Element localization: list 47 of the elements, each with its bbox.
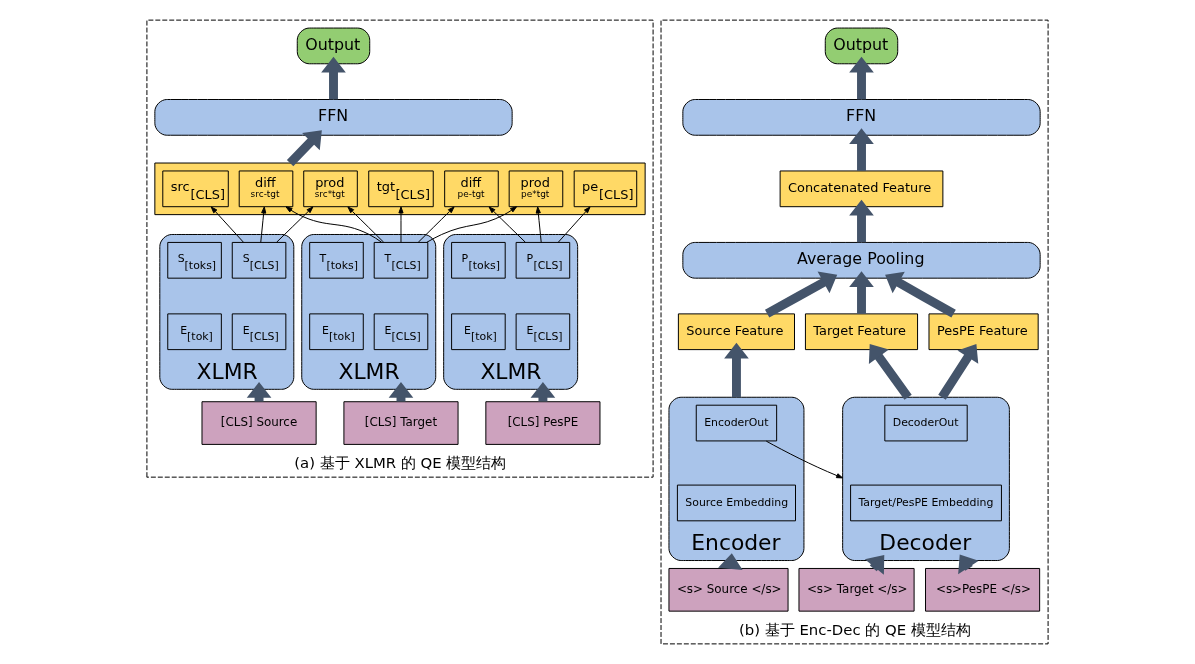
arrow bbox=[868, 344, 912, 400]
arrow bbox=[285, 206, 383, 243]
node-box: diff pe-tgt bbox=[444, 170, 499, 208]
node-box: <s> Target </s> bbox=[798, 567, 915, 612]
arrow bbox=[260, 206, 267, 243]
arrow bbox=[958, 554, 979, 575]
arrow bbox=[765, 440, 844, 479]
node-box: FFN bbox=[682, 99, 1041, 136]
node-box: <s>PesPE </s> bbox=[925, 567, 1041, 612]
arrow bbox=[321, 56, 346, 100]
node-box: Target/PesPE Embedding bbox=[850, 484, 1002, 522]
node-box: Output bbox=[296, 27, 371, 65]
arrow bbox=[765, 271, 838, 318]
arrow bbox=[885, 271, 956, 318]
arrow bbox=[557, 206, 591, 243]
node-box: diff src-tgt bbox=[238, 170, 294, 208]
node-box: [CLS] Target bbox=[343, 401, 459, 445]
node-box: Target Feature bbox=[804, 313, 919, 351]
arrow bbox=[849, 271, 874, 314]
arrow bbox=[426, 206, 518, 243]
arrow bbox=[347, 206, 385, 243]
node-box: prod pe*tgt bbox=[508, 170, 564, 208]
node-box: Average Pooling bbox=[682, 241, 1041, 279]
node-box: Source Feature bbox=[677, 313, 795, 351]
arrow bbox=[724, 342, 749, 398]
node-box: FFN bbox=[154, 99, 513, 136]
arrow bbox=[398, 206, 404, 243]
node-box: Concatenated Feature bbox=[779, 170, 944, 208]
node-box: <s> Source </s> bbox=[668, 567, 789, 612]
arrow bbox=[286, 130, 322, 167]
arrow bbox=[488, 206, 526, 243]
arrow bbox=[535, 206, 542, 243]
arrow bbox=[849, 56, 874, 100]
arrow bbox=[417, 206, 455, 243]
arrow bbox=[210, 206, 245, 243]
node-box: [CLS] Source bbox=[201, 401, 317, 445]
node-box: Output bbox=[824, 27, 899, 65]
node-box: prod src*tgt bbox=[303, 170, 358, 208]
node-box: PesPE Feature bbox=[928, 313, 1039, 351]
arrow bbox=[849, 199, 874, 243]
arrow bbox=[938, 343, 979, 400]
node-box: Source Embedding bbox=[676, 484, 796, 522]
node-box: [CLS] PesPE bbox=[485, 401, 601, 445]
node-box: DecoderOut bbox=[884, 404, 968, 442]
arrow bbox=[276, 206, 314, 243]
arrow bbox=[849, 128, 874, 171]
node-box: EncoderOut bbox=[695, 404, 778, 442]
